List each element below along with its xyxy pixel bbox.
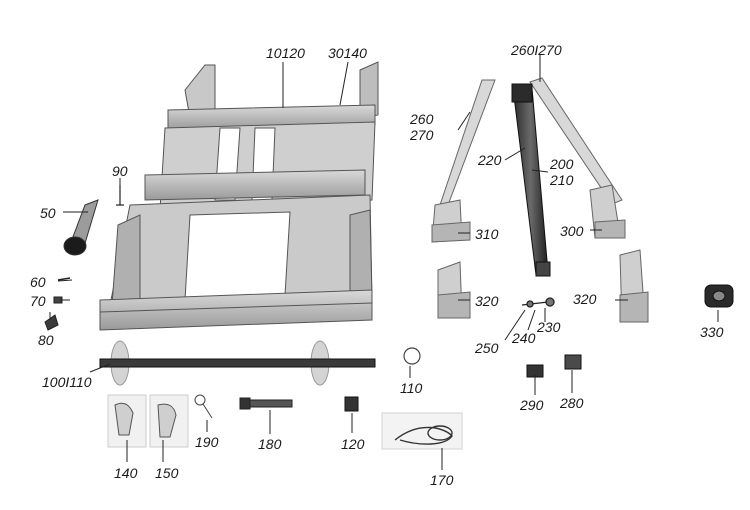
block-120 xyxy=(344,396,359,412)
part-label-210: 210 xyxy=(550,172,574,188)
part-label-320-left: 320 xyxy=(475,293,499,309)
part-label-220: 220 xyxy=(478,152,502,168)
part-label-260: 260 xyxy=(410,111,434,127)
part-label-290: 290 xyxy=(520,397,544,413)
part-label-280: 280 xyxy=(560,395,584,411)
bracket-300 xyxy=(589,184,626,239)
bracket-320-right xyxy=(619,249,649,323)
ring-110 xyxy=(403,347,421,365)
part-label-100-110: 100I110 xyxy=(42,374,92,390)
bracket-310 xyxy=(431,199,471,243)
part-label-170: 170 xyxy=(430,472,454,488)
part-label-270: 270 xyxy=(410,127,434,143)
pin-180 xyxy=(239,397,293,410)
part-label-330: 330 xyxy=(700,324,724,340)
part-label-250: 250 xyxy=(475,340,499,356)
part-label-80: 80 xyxy=(38,332,54,348)
part-label-190: 190 xyxy=(195,434,219,450)
part-label-90: 90 xyxy=(112,163,128,179)
rail-260-270-left xyxy=(439,79,496,206)
screw-200-210-220 xyxy=(511,83,551,277)
leader-lines xyxy=(49,55,719,470)
part-label-30140: 30140 xyxy=(328,45,367,61)
pin-90 xyxy=(116,185,124,206)
plate-280 xyxy=(564,354,582,370)
fasteners-60-70-80 xyxy=(44,277,71,331)
part-label-120: 120 xyxy=(341,436,365,452)
wire-170 xyxy=(381,412,463,450)
part-label-300: 300 xyxy=(560,223,584,239)
part-label-200: 200 xyxy=(550,156,574,172)
bracket-320-left xyxy=(437,261,471,319)
part-label-310: 310 xyxy=(475,226,499,242)
bolt-230-240-250 xyxy=(521,297,555,308)
part-label-180: 180 xyxy=(258,436,282,452)
tube-50 xyxy=(63,199,99,256)
part-label-150: 150 xyxy=(155,465,179,481)
part-label-50: 50 xyxy=(40,205,56,221)
part-label-260-270-pair: 260I270 xyxy=(511,42,562,58)
part-label-240: 240 xyxy=(512,330,536,346)
part-label-70: 70 xyxy=(30,293,46,309)
part-label-110: 110 xyxy=(400,380,423,396)
part-label-320-right: 320 xyxy=(573,291,597,307)
part-label-10120: 10120 xyxy=(266,45,305,61)
part-label-140: 140 xyxy=(114,465,138,481)
key-190 xyxy=(194,394,213,419)
rail-260-270-right xyxy=(529,77,623,205)
bearing-330 xyxy=(704,284,734,308)
main-frame xyxy=(99,61,379,331)
part-label-60: 60 xyxy=(30,274,46,290)
part-label-230: 230 xyxy=(537,319,561,335)
shaft-100-110 xyxy=(99,340,376,386)
levers-140-150 xyxy=(107,394,189,448)
